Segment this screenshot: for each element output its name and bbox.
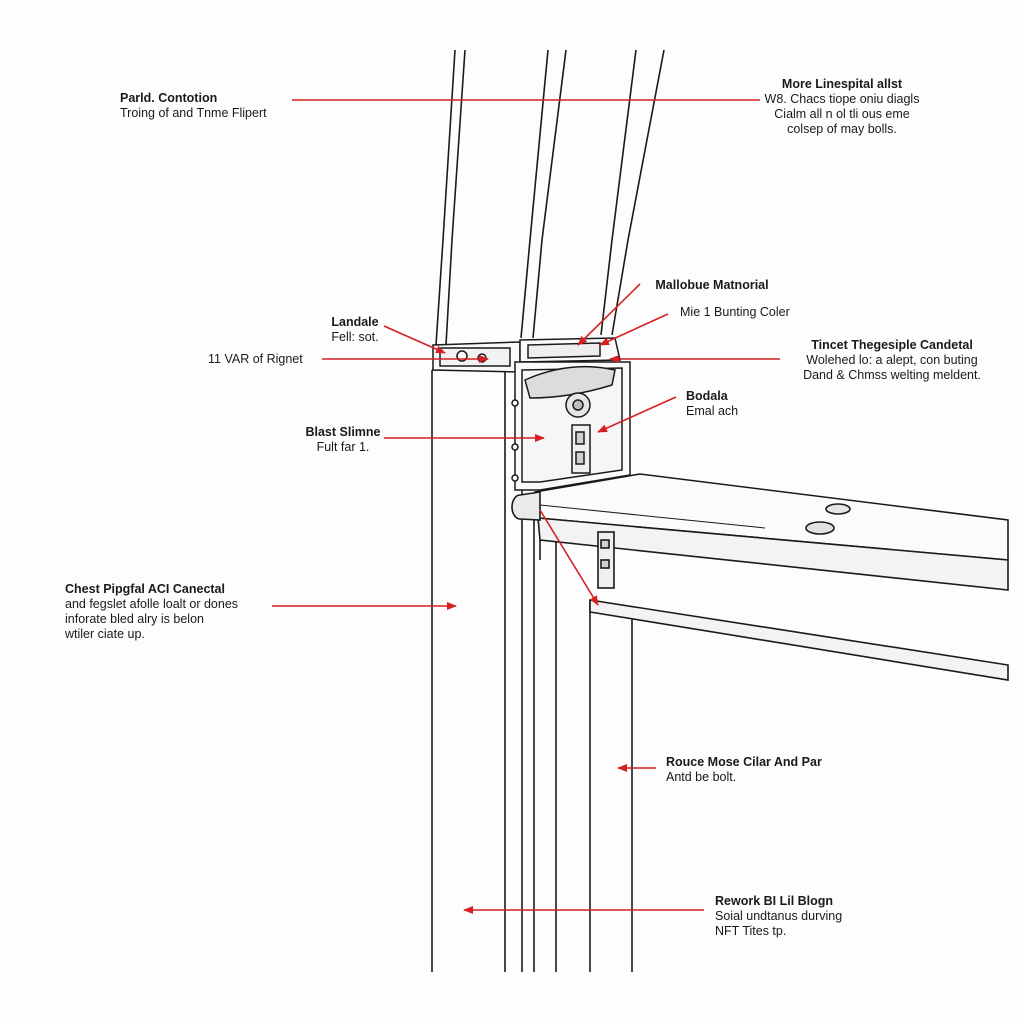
horizontal-beam [511, 473, 1009, 681]
label-mie-bunting: Mie 1 Bunting Coler [680, 305, 790, 319]
label-line: Wolehed lo: a alept, con buting [806, 353, 977, 367]
label-line: colsep of may bolls. [787, 122, 897, 136]
label-line: Emal ach [686, 404, 738, 418]
bracket-assembly [432, 337, 631, 491]
label-line: Fell: sot. [331, 330, 378, 344]
label-line: Fult far 1. [317, 440, 370, 454]
left-column [431, 369, 520, 972]
leader-mie-bunting [599, 313, 669, 346]
leader-extra-0 [539, 509, 599, 606]
leader-bodala [597, 396, 677, 433]
label-title: Mallobue Matnorial [655, 278, 768, 292]
leader-arrows [272, 99, 780, 914]
label-title: More Linespital allst [782, 77, 903, 91]
leader-mallobue-matnorial [577, 283, 641, 346]
label-var-rignet: 11 VAR of Rignet [208, 352, 303, 366]
label-line: inforate bled alry is belon [65, 612, 204, 626]
label-line: 11 VAR of Rignet [208, 352, 303, 366]
label-title: Chest Pipgfal ACI Canectal [65, 582, 225, 596]
label-line: Troing of and Tnme Flipert [120, 106, 267, 120]
label-line: Antd be bolt. [666, 770, 736, 784]
label-mallobue-matnorial: Mallobue Matnorial [655, 278, 768, 292]
label-title: Rouce Mose Cilar And Par [666, 755, 822, 769]
label-title: Blast Slimne [305, 425, 380, 439]
leader-landale [383, 325, 446, 354]
label-line: wtiler ciate up. [64, 627, 145, 641]
upper-posts [435, 49, 665, 346]
label-title: Parld. Contotion [120, 91, 217, 105]
label-line: Dand & Chmss welting meldent. [803, 368, 981, 382]
label-line: Mie 1 Bunting Coler [680, 305, 790, 319]
label-line: Soial undtanus durving [715, 909, 842, 923]
label-line: W8. Chacs tiope oniu diagls [765, 92, 920, 106]
label-title: Landale [331, 315, 378, 329]
label-title: Rework BI Lil Blogn [715, 894, 833, 908]
label-line: NFT Tites tp. [715, 924, 786, 938]
label-line: and fegslet afolle loalt or dones [65, 597, 238, 611]
label-line: Cialm all n ol tli ous eme [774, 107, 910, 121]
label-title: Tincet Thegesiple Candetal [811, 338, 973, 352]
label-title: Bodala [686, 389, 729, 403]
